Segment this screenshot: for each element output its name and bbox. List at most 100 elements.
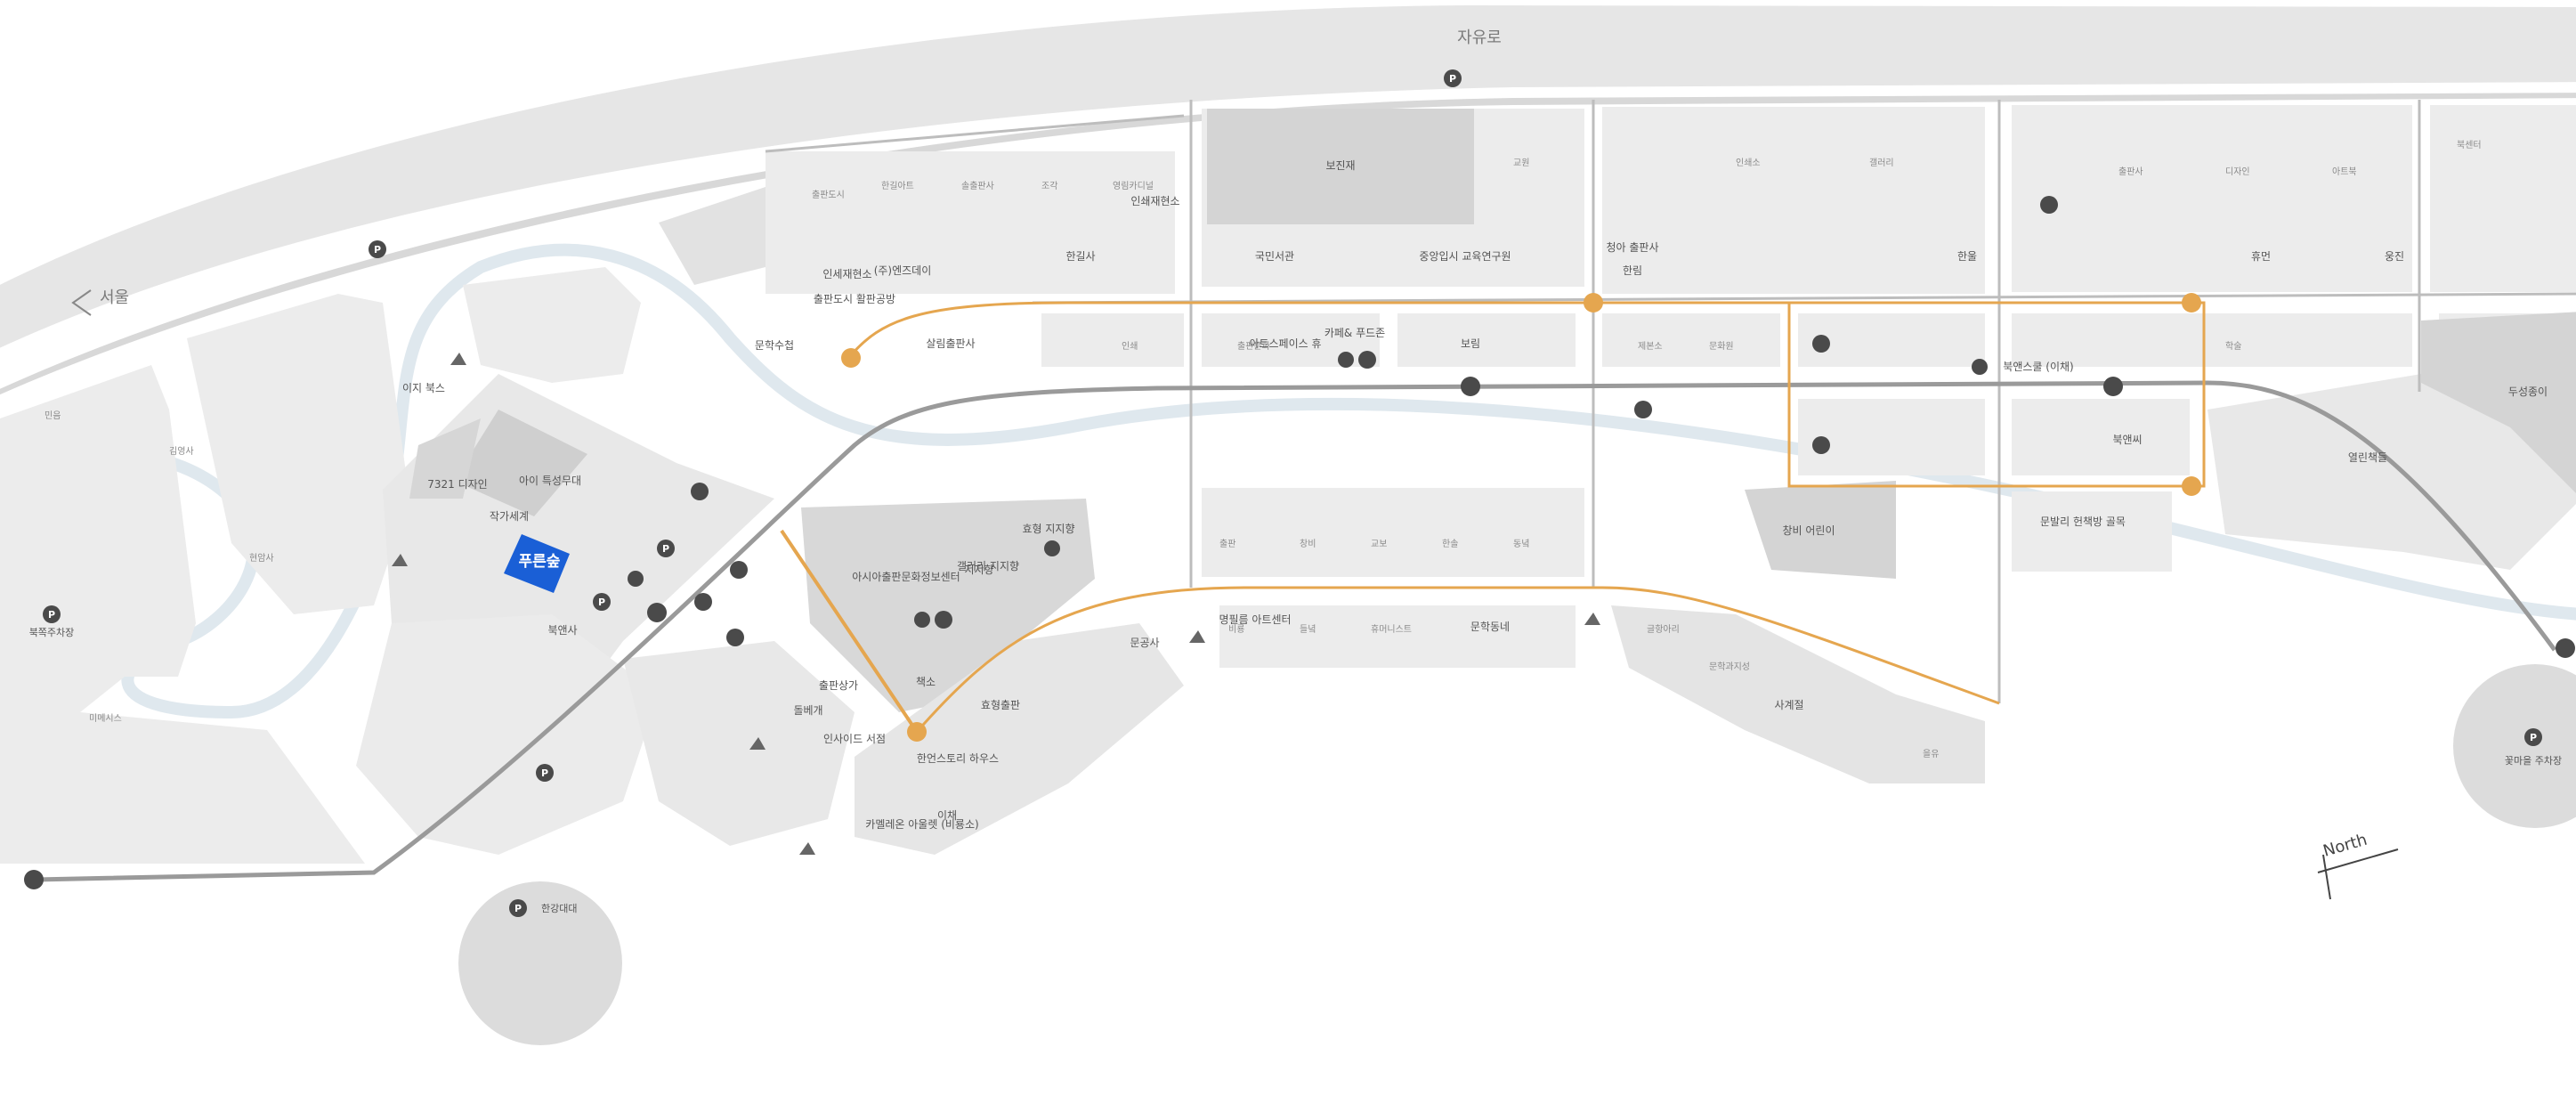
svg-text:교보: 교보 [1371,539,1387,549]
svg-text:문학수첩: 문학수첩 [755,339,794,352]
block-east-diag [2207,374,2576,570]
svg-text:한길사: 한길사 [1065,250,1095,263]
svg-text:휴먼: 휴먼 [2251,250,2271,263]
block-grid-4 [2012,105,2412,292]
restaurant-icon [730,561,748,579]
svg-text:한언스토리 하우스: 한언스토리 하우스 [917,752,999,765]
svg-text:민음: 민음 [45,410,61,421]
block-south-row [1219,605,1576,668]
north-arrow: North [2317,831,2399,900]
svg-text:인쇄재현소: 인쇄재현소 [1130,195,1179,207]
direction-seoul-label: 서울 [100,288,129,307]
direction-seoul[interactable]: 서울 [71,288,129,316]
svg-text:돌베개: 돌베개 [793,704,822,717]
minor-labels: 출판도시 한길아트 솔출판사 조각 영림카디널 교원 인쇄소 갤러리 출판사 디… [45,140,2482,759]
svg-text:효형 지지향: 효형 지지향 [1022,523,1074,535]
landmark-icons [392,353,1600,855]
road-name-jayuro: 자유로 [1457,28,1502,47]
parking-icon: P [657,540,675,557]
orange-stop-icon [2182,293,2201,313]
orange-stops[interactable] [841,293,2201,742]
svg-text:아트북: 아트북 [2332,166,2357,177]
bus-stop-icon [647,603,667,622]
svg-text:문발리 헌책방 골목: 문발리 헌책방 골목 [2040,515,2126,528]
svg-text:책소: 책소 [916,675,936,688]
svg-text:인사이드 서점: 인사이드 서점 [823,733,886,745]
svg-text:효형출판: 효형출판 [981,699,1020,711]
restaurant-icon [694,593,712,611]
restaurant-icon [935,611,952,629]
svg-text:제본소: 제본소 [1638,341,1663,352]
svg-text:출판: 출판 [1219,539,1235,549]
svg-text:디자인: 디자인 [2225,166,2250,177]
district-south-center [623,641,855,846]
mountain-icon [1189,630,1205,643]
svg-text:열린책들: 열린책들 [2348,451,2387,464]
route-orange [848,301,2206,488]
svg-text:한울: 한울 [1957,250,1977,263]
route-orange-diag [780,529,919,734]
info-icon [1338,352,1354,368]
svg-text:인세재현소: 인세재현소 [822,268,871,280]
parking-label-hangang: 한강대대 [541,903,577,914]
parking-label-east: 꽃마을 주차장 [2505,755,2562,767]
svg-text:지지향: 지지향 [964,564,993,576]
svg-text:사계절: 사계절 [1774,699,1803,711]
svg-text:P: P [662,543,669,555]
restaurant-icon [2040,196,2058,214]
highlight-block[interactable] [504,534,570,593]
block-west-2 [187,294,409,614]
block-grid-3 [1602,107,1985,294]
parking-icon: P [2524,728,2542,746]
svg-text:P: P [1449,73,1456,85]
svg-text:동녘: 동녘 [1513,539,1529,549]
svg-text:살림출판사: 살림출판사 [926,337,975,350]
block-west-3 [463,267,641,383]
restaurant-icon [1358,351,1376,369]
svg-text:한길아트: 한길아트 [881,180,914,191]
svg-text:영림카디널: 영림카디널 [1113,181,1154,191]
block-grid-1 [766,151,1175,294]
svg-text:갤러리: 갤러리 [1869,158,1894,168]
block-row-mid-1 [1041,313,1184,367]
route-orange-south [915,586,2000,733]
parking-icon: P [1444,69,1462,87]
svg-text:P: P [48,609,55,621]
district-southwest [356,614,659,855]
block-asia-center [801,499,1095,712]
svg-text:P: P [541,767,548,779]
bus-stop-icon [2103,377,2123,396]
svg-text:웅진: 웅진 [2385,250,2404,263]
svg-text:갤러리 지지향: 갤러리 지지향 [957,560,1019,572]
svg-text:중앙입시 교육연구원: 중앙입시 교육연구원 [1419,250,1511,263]
orange-stop-icon [841,348,861,368]
block-row-mid-3 [1397,313,1576,367]
block-row-mid-6 [2012,313,2412,367]
block-dark-ajiji [454,410,587,516]
svg-text:출판도시: 출판도시 [812,190,845,200]
block-grid-5 [2430,105,2576,292]
svg-text:출판사: 출판사 [2118,166,2143,177]
restaurant-icons[interactable] [691,196,2058,646]
svg-text:청아 출판사: 청아 출판사 [1606,241,1658,254]
svg-text:현암사: 현암사 [249,553,274,564]
svg-text:이채: 이채 [937,809,957,822]
bus-stops[interactable] [24,377,2575,889]
block-south-east-wedge [855,623,1184,855]
route-bus-gray [35,380,2557,882]
restaurant-icon [1812,335,1830,353]
north-label: North [2321,831,2369,861]
building-labels[interactable]: 보진재 인쇄재현소 한길사 국민서관 중앙입시 교육연구원 청아 출판사 한림 … [402,159,2548,831]
svg-text:아이 특성무대: 아이 특성무대 [519,475,581,487]
block-sagyejeol [1611,605,1985,783]
streets [765,100,2576,703]
svg-text:비룡: 비룡 [1228,624,1244,635]
parking-markers[interactable]: P P P 북쪽주차장 P P P P 한강대대 P 꽃마을 주차장 [29,69,2562,917]
svg-text:북센터: 북센터 [2457,140,2482,150]
highway-jayuro [0,5,2576,348]
block-row-low-1 [1202,488,1584,577]
info-icons[interactable] [628,352,1988,628]
parking-icon: P [369,240,386,258]
svg-text:두성종이: 두성종이 [2508,386,2548,398]
